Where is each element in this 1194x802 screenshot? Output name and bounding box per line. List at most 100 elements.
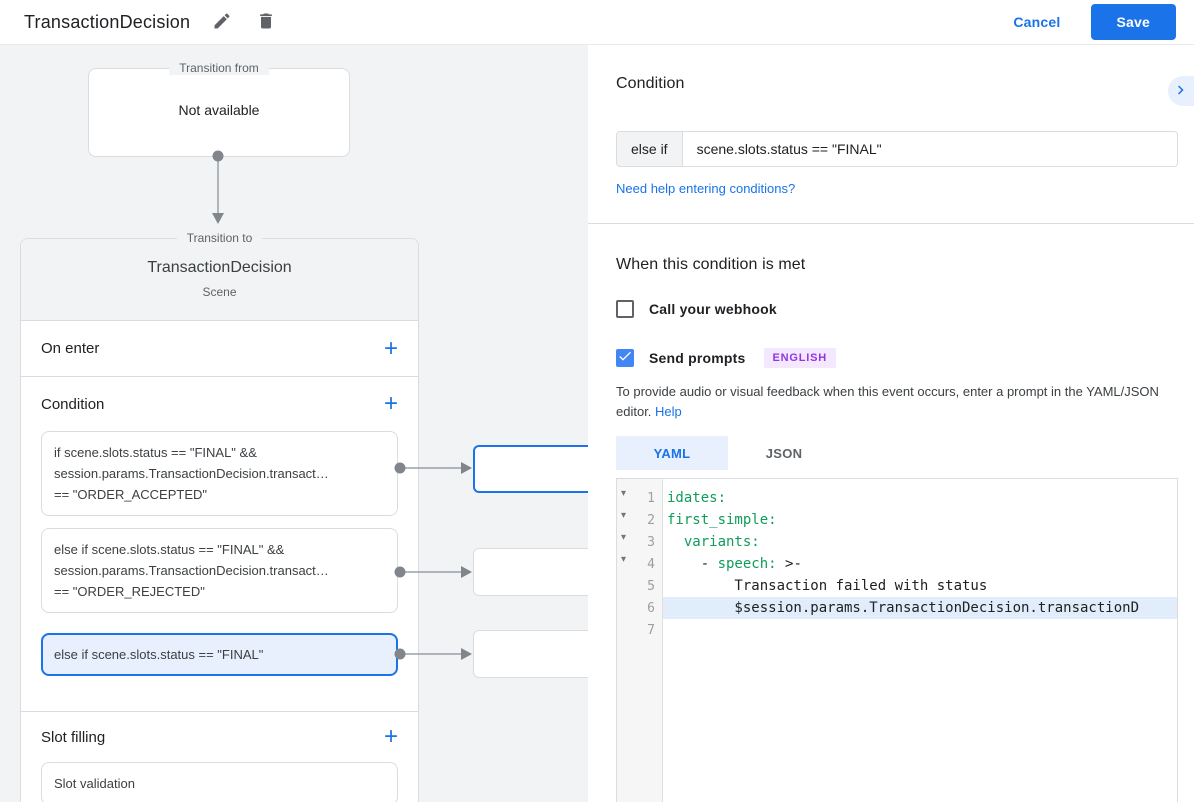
condition-card-line: == "ORDER_REJECTED" [54,584,205,599]
delete-scene-button[interactable] [254,9,278,36]
handler-box-2[interactable] [473,548,588,596]
gutter-line: ▾1 [617,487,662,509]
edit-scene-button[interactable] [210,9,234,36]
fold-arrow-icon[interactable]: ▾ [621,488,627,499]
language-badge: ENGLISH [763,348,837,368]
prompt-hint-text: To provide audio or visual feedback when… [616,384,1159,419]
gutter-line: ▾3 [617,531,662,553]
gutter-line: ▾4 [617,553,662,575]
scene-title: TransactionDecision [147,259,292,276]
handler-box-3[interactable] [473,630,588,678]
code-line[interactable] [663,619,1177,641]
condition-help-link[interactable]: Need help entering conditions? [616,181,796,196]
condition-list: if scene.slots.status == "FINAL" && sessi… [21,431,418,676]
transition-from-legend: Transition from [169,61,269,75]
gutter-line: ▾2 [617,509,662,531]
transition-to-card: Transition to TransactionDecision Scene … [20,231,419,802]
save-button[interactable]: Save [1090,4,1176,40]
code-segment: speech: [717,556,777,572]
condition-prefix: else if [617,132,683,166]
gutter-line: 5 [617,575,662,597]
line-number: 6 [647,600,655,616]
condition-section: Condition + if scene.slots.status == "FI… [21,377,418,712]
condition-card-line: session.params.TransactionDecision.trans… [54,466,329,481]
line-number: 2 [647,512,655,528]
code-line[interactable]: - speech: >- [663,553,1177,575]
tab-json[interactable]: JSON [765,445,803,461]
help-link[interactable]: Help [655,404,682,419]
code-segment: first_simple: [667,512,777,528]
gutter-line: 7 [617,619,662,641]
code-line[interactable]: $session.params.TransactionDecision.tran… [663,597,1177,619]
add-condition-button[interactable]: + [378,390,404,418]
slot-filling-section: Slot filling + Slot validation [21,712,418,802]
add-on-enter-button[interactable]: + [378,335,404,363]
code-segment: variants: [667,534,760,550]
code-segment: Transaction failed with status [667,578,988,594]
condition-heading: Condition [616,75,685,92]
fold-arrow-icon[interactable]: ▾ [621,510,627,521]
pencil-icon [212,11,232,34]
line-number: 1 [647,490,655,506]
scene-header[interactable]: TransactionDecision Scene [21,239,418,321]
page-title: TransactionDecision [24,11,191,32]
fold-arrow-icon[interactable]: ▾ [621,554,627,565]
transition-from-box: Transition from Not available [88,61,350,157]
code-segment: idates: [667,490,727,506]
condition-input-group: else if [616,131,1178,167]
line-number: 4 [647,556,655,572]
prompt-hint: To provide audio or visual feedback when… [616,382,1178,422]
trash-icon [256,11,276,34]
webhook-label: Call your webhook [649,301,777,317]
fold-arrow-icon[interactable]: ▾ [621,532,627,543]
tab-yaml[interactable]: YAML [616,436,728,470]
send-prompts-checkbox[interactable] [616,349,634,367]
slot-filling-label: Slot filling [41,728,106,746]
condition-input[interactable] [682,132,1177,166]
condition-card-line: session.params.TransactionDecision.trans… [54,563,329,578]
send-prompts-label: Send prompts [649,350,746,366]
condition-card[interactable]: else if scene.slots.status == "FINAL" &&… [41,528,398,613]
when-condition-heading: When this condition is met [616,256,806,273]
check-icon [617,348,633,369]
code-segment: >- [776,556,802,572]
handler-box-1[interactable] [473,445,588,493]
transition-from-value: Not available [178,101,260,118]
code-segment: - [667,556,718,572]
cancel-button[interactable]: Cancel [1013,14,1061,30]
condition-card-line: == "ORDER_ACCEPTED" [54,487,207,502]
editor-code-area[interactable]: idates: first_simple: variants: - speech:… [663,479,1177,802]
code-line[interactable]: first_simple: [663,509,1177,531]
condition-card-line: if scene.slots.status == "FINAL" && [54,445,257,460]
transition-to-legend: Transition to [176,231,263,245]
line-number: 3 [647,534,655,550]
condition-card-line: else if scene.slots.status == "FINAL" && [54,542,285,557]
collapse-panel-button[interactable] [1168,76,1194,106]
line-number: 7 [647,622,655,638]
editor-tabs: YAML JSON [616,436,1178,470]
on-enter-label: On enter [41,340,100,357]
slot-list: Slot validation [21,762,418,802]
code-segment: $session.params.TransactionDecision.tran… [667,600,1140,616]
chevron-right-icon [1172,81,1190,102]
webhook-checkbox-row[interactable]: Call your webhook [616,300,1178,318]
condition-card-line: else if scene.slots.status == "FINAL" [54,647,264,662]
scene-subtitle: Scene [202,285,237,299]
code-line[interactable]: Transaction failed with status [663,575,1177,597]
on-enter-row: On enter + [21,321,418,377]
gutter-line: 6 [617,597,662,619]
webhook-checkbox[interactable] [616,300,634,318]
condition-panel: Condition else if Need help entering con… [588,45,1194,802]
top-bar: TransactionDecision Cancel Save [0,0,1194,45]
code-line[interactable]: idates: [663,487,1177,509]
condition-card[interactable]: if scene.slots.status == "FINAL" && sessi… [41,431,398,516]
scene-diagram: Transition from Not available Transition… [0,45,588,802]
add-slot-button[interactable]: + [378,723,404,751]
send-prompts-checkbox-row[interactable]: Send prompts ENGLISH [616,348,1178,368]
line-number: 5 [647,578,655,594]
condition-card[interactable]: else if scene.slots.status == "FINAL" [41,633,398,676]
code-line[interactable]: variants: [663,531,1177,553]
slot-validation-card[interactable]: Slot validation [41,762,398,802]
